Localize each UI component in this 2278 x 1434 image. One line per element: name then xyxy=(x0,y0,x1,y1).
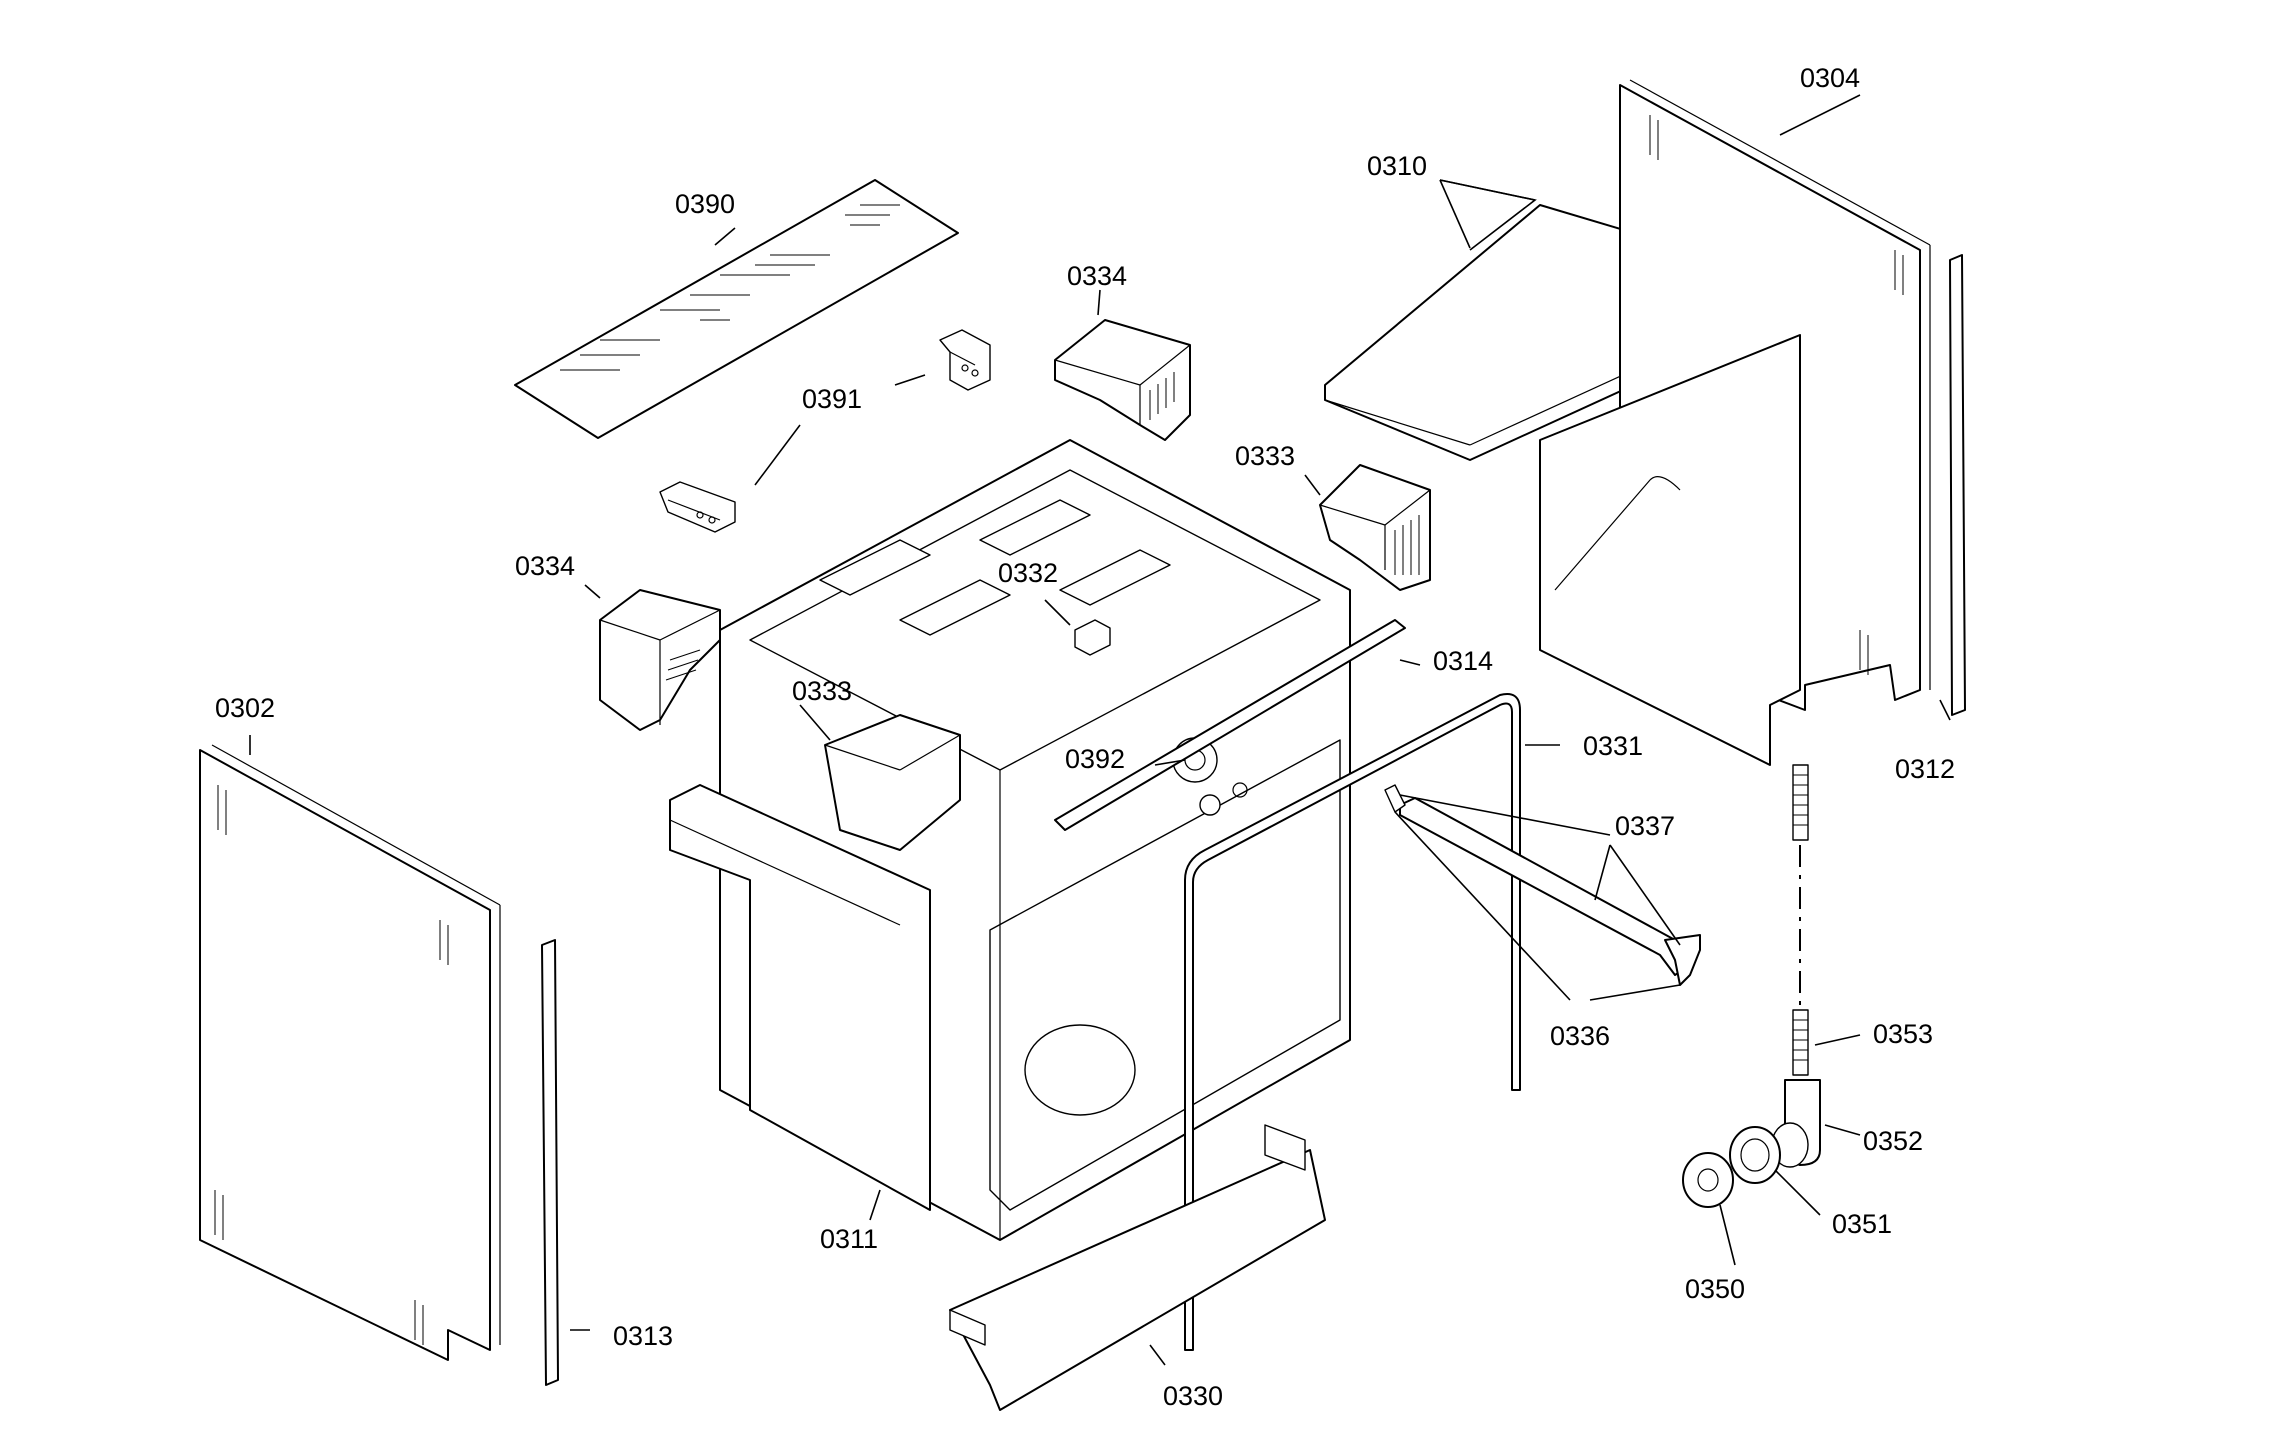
label-0352: 0352 xyxy=(1863,1126,1923,1156)
part-0334-clip-upper xyxy=(1054,319,1191,441)
part-0310-rear-inner xyxy=(1539,334,1801,766)
part-0302-side-panel xyxy=(199,744,501,1361)
label-0350: 0350 xyxy=(1685,1274,1745,1304)
part-0350-cap xyxy=(1682,1152,1734,1208)
part-0390-mat xyxy=(514,179,959,439)
label-0391: 0391 xyxy=(802,384,862,414)
leader-lines xyxy=(249,94,1951,1366)
label-0312: 0312 xyxy=(1895,754,1955,784)
label-0392: 0392 xyxy=(1065,744,1125,774)
label-0310: 0310 xyxy=(1367,151,1427,181)
part-0314-rail xyxy=(1054,619,1406,831)
label-0337: 0337 xyxy=(1615,811,1675,841)
part-0332-clip xyxy=(1074,619,1111,656)
label-0313: 0313 xyxy=(613,1321,673,1351)
label-0334-left: 0334 xyxy=(515,551,575,581)
part-0333-cover-lower xyxy=(824,714,961,851)
part-0331-door-seal xyxy=(1184,693,1521,1351)
part-0330-base-strip xyxy=(949,1124,1326,1411)
part-0337-hinge-bar xyxy=(1384,784,1701,986)
part-0333-cover-upper xyxy=(1319,464,1431,591)
label-0390: 0390 xyxy=(675,189,735,219)
part-0391-bracket-upper xyxy=(939,329,991,391)
part-0334-clip-left xyxy=(599,589,721,731)
part-0352-connector xyxy=(1771,1079,1821,1168)
label-0353: 0353 xyxy=(1873,1019,1933,1049)
label-0311: 0311 xyxy=(820,1224,878,1254)
part-0313-side-strip xyxy=(541,939,559,1386)
label-0334-upper: 0334 xyxy=(1067,261,1127,291)
label-0336: 0336 xyxy=(1550,1021,1610,1051)
label-0330: 0330 xyxy=(1163,1381,1223,1411)
label-0304: 0304 xyxy=(1800,63,1860,93)
label-0333-lower: 0333 xyxy=(792,676,852,706)
label-0351: 0351 xyxy=(1832,1209,1892,1239)
part-0391-bracket-lower xyxy=(659,481,736,533)
label-0314: 0314 xyxy=(1433,646,1493,676)
label-0331: 0331 xyxy=(1583,731,1643,761)
label-0333-upper: 0333 xyxy=(1235,441,1295,471)
part-0353-hose xyxy=(1792,764,1809,1076)
part-0312-side-strip xyxy=(1949,254,1966,716)
part-0351-ring xyxy=(1729,1126,1781,1184)
part-labels: 0304 0310 0390 0334 0391 0333 0334 0332 … xyxy=(215,63,1955,1411)
label-0332: 0332 xyxy=(998,558,1058,588)
part-0311-front-panel xyxy=(669,784,931,1211)
label-0302: 0302 xyxy=(215,693,275,723)
